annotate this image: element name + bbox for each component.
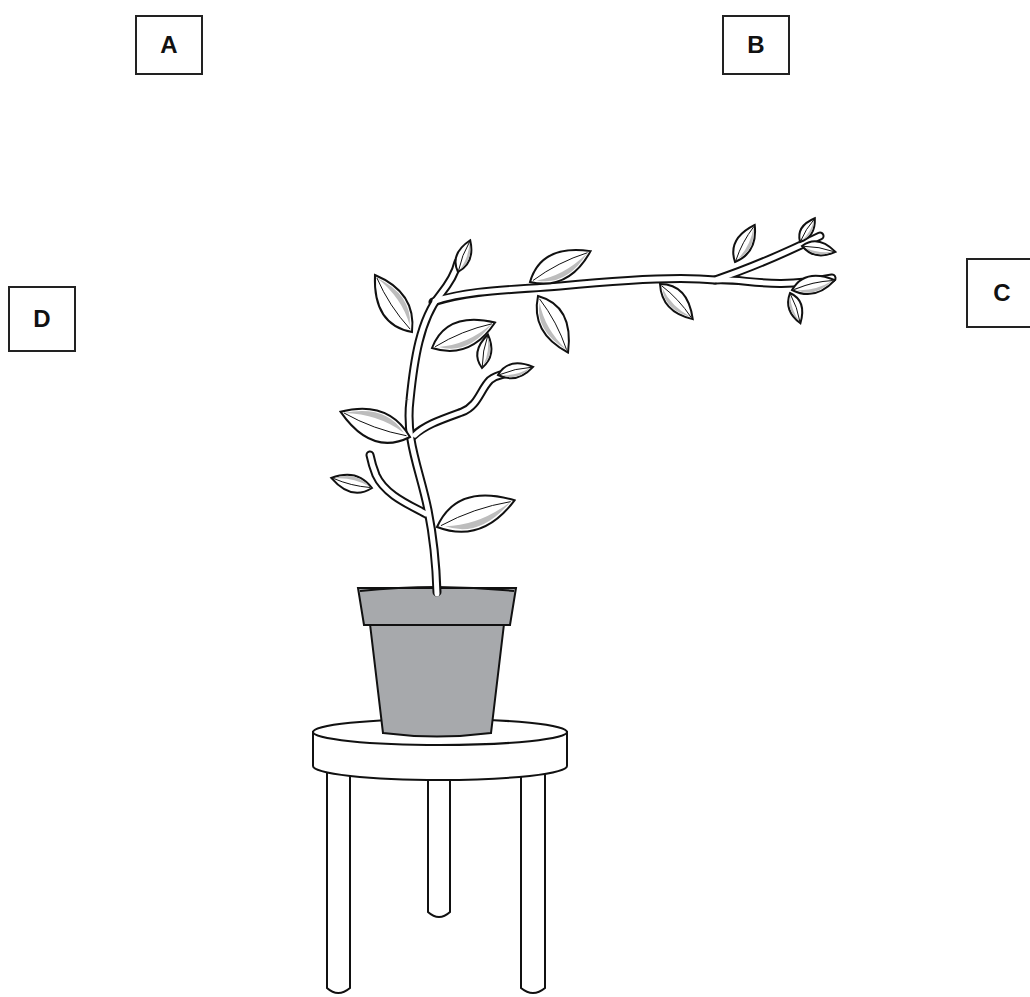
stool-leg xyxy=(327,770,350,993)
stool-leg xyxy=(428,770,450,917)
label-letter: A xyxy=(160,31,177,59)
label-letter: D xyxy=(33,305,50,333)
plant-leaves xyxy=(329,215,837,541)
stool-leg xyxy=(521,770,545,993)
label-box: D xyxy=(8,286,76,352)
leaf xyxy=(784,291,807,325)
leaf xyxy=(329,470,374,496)
leaf xyxy=(801,239,837,258)
pot xyxy=(358,587,516,737)
plant-stem xyxy=(370,236,832,594)
leaf xyxy=(523,238,596,293)
leaf xyxy=(335,399,415,452)
leaf xyxy=(653,277,700,325)
label-letter: B xyxy=(747,31,764,59)
leaf xyxy=(790,271,837,298)
label-letter: C xyxy=(993,279,1010,307)
leaf xyxy=(475,333,494,369)
leaf xyxy=(363,268,423,340)
leaf xyxy=(451,238,476,275)
leaf xyxy=(527,290,580,359)
stool xyxy=(313,719,567,993)
leaf xyxy=(727,221,762,266)
pot-body xyxy=(370,624,504,737)
label-box: B xyxy=(722,15,790,75)
label-box: C xyxy=(966,258,1030,328)
label-box: A xyxy=(135,15,203,75)
leaf xyxy=(496,359,534,381)
leaf xyxy=(431,484,519,542)
